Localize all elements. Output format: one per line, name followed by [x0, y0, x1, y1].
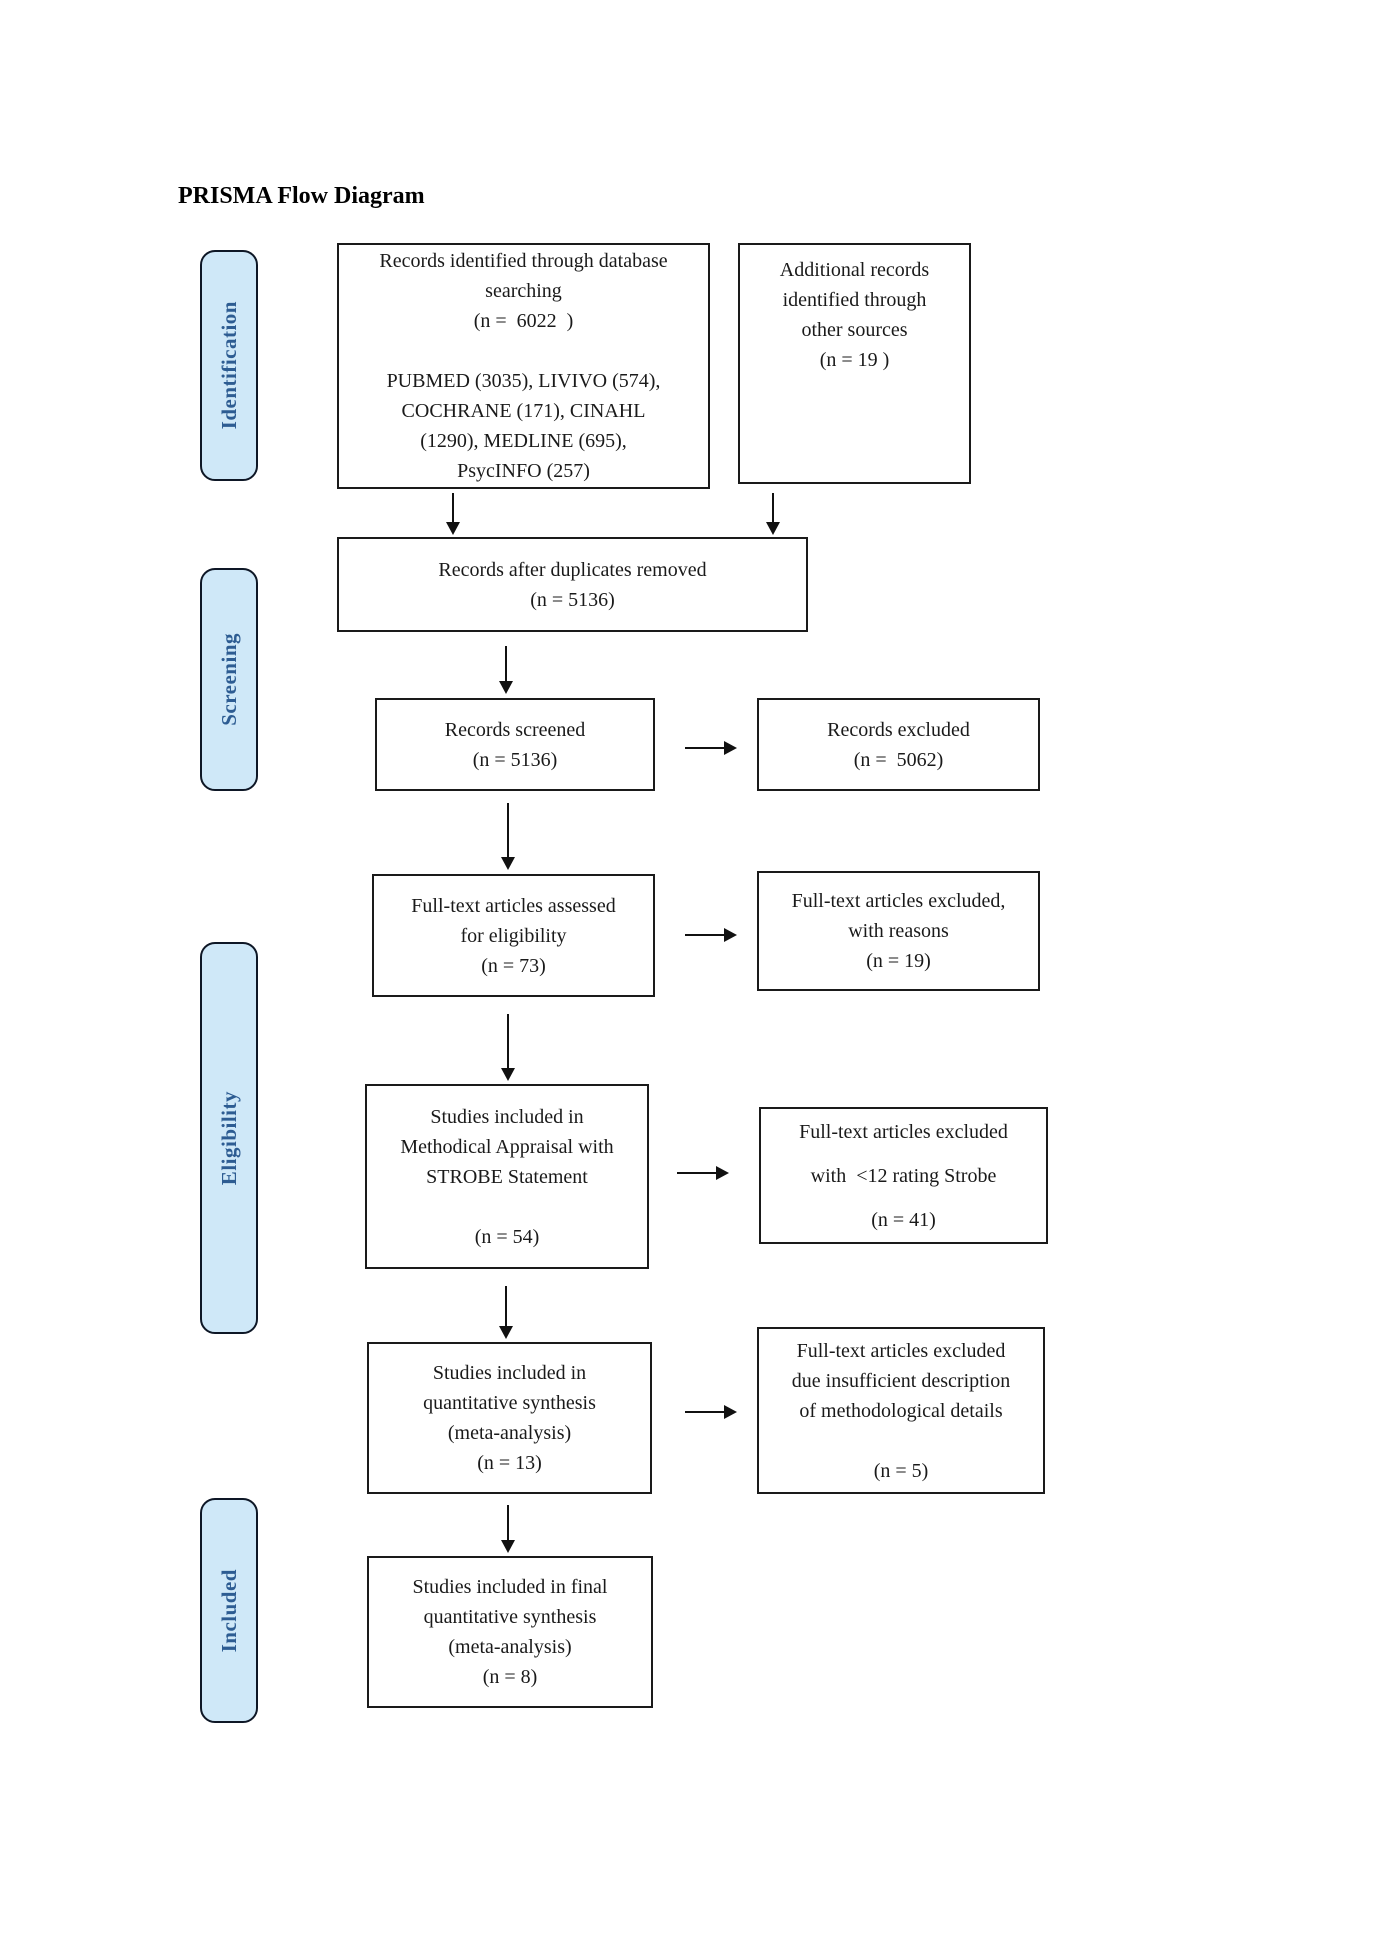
box-duplicates-removed: Records after duplicates removed (n = 51… — [337, 537, 808, 632]
box-fulltext-assessed: Full-text articles assessed for eligibil… — [372, 874, 655, 997]
stage-included: Included — [200, 1498, 258, 1723]
box-quantitative-excluded: Full-text articles excluded due insuffic… — [757, 1327, 1045, 1494]
stage-eligibility-label: Eligibility — [216, 1090, 241, 1186]
arrow-quantitative-to-final — [501, 1505, 515, 1553]
arrow-screened-to-assessed — [501, 803, 515, 870]
box-records-screened-text: Records screened (n = 5136) — [444, 718, 586, 771]
arrow-screened-to-excluded — [685, 741, 737, 755]
box-strobe-appraisal-text: Studies included in Methodical Appraisal… — [400, 1105, 614, 1248]
box-fulltext-assessed-text: Full-text articles assessed for eligibil… — [411, 894, 616, 977]
box-strobe-appraisal: Studies included in Methodical Appraisal… — [365, 1084, 649, 1269]
box-records-screened: Records screened (n = 5136) — [375, 698, 655, 791]
stage-screening-label: Screening — [216, 633, 241, 726]
stage-identification-label: Identification — [216, 301, 241, 430]
arrow-assessed-to-strobe — [501, 1014, 515, 1081]
box-records-excluded: Records excluded (n = 5062) — [757, 698, 1040, 791]
box-quantitative-synthesis-text: Studies included in quantitative synthes… — [423, 1362, 596, 1474]
box-duplicates-removed-text: Records after duplicates removed (n = 51… — [438, 558, 707, 611]
page-title: PRISMA Flow Diagram — [178, 183, 425, 209]
box-records-identified-text: Records identified through database sear… — [379, 250, 668, 482]
box-quantitative-excluded-text: Full-text articles excluded due insuffic… — [791, 1339, 1011, 1482]
arrow-additional-to-duplicates — [766, 493, 780, 535]
box-final-synthesis: Studies included in final quantitative s… — [367, 1556, 653, 1708]
box-quantitative-synthesis: Studies included in quantitative synthes… — [367, 1342, 652, 1494]
stage-screening: Screening — [200, 568, 258, 791]
box-strobe-excluded-text: Full-text articles excluded with <12 rat… — [799, 1120, 1008, 1231]
box-records-identified: Records identified through database sear… — [337, 243, 710, 489]
box-additional-records: Additional records identified through ot… — [738, 243, 971, 484]
box-additional-records-text: Additional records identified through ot… — [779, 259, 930, 371]
box-records-excluded-text: Records excluded (n = 5062) — [827, 718, 970, 771]
box-final-synthesis-text: Studies included in final quantitative s… — [412, 1576, 608, 1688]
arrow-identified-to-duplicates — [446, 493, 460, 535]
arrow-quantitative-to-excluded — [685, 1405, 737, 1419]
stage-included-label: Included — [216, 1568, 241, 1653]
arrow-strobe-to-quantitative — [499, 1286, 513, 1339]
arrow-strobe-to-excluded — [677, 1166, 729, 1180]
box-fulltext-excluded-reasons: Full-text articles excluded, with reason… — [757, 871, 1040, 991]
arrow-duplicates-to-screened — [499, 646, 513, 694]
stage-eligibility: Eligibility — [200, 942, 258, 1334]
arrow-assessed-to-excluded — [685, 928, 737, 942]
box-strobe-excluded: Full-text articles excluded with <12 rat… — [759, 1107, 1048, 1244]
stage-identification: Identification — [200, 250, 258, 481]
box-fulltext-excluded-reasons-text: Full-text articles excluded, with reason… — [791, 890, 1006, 972]
